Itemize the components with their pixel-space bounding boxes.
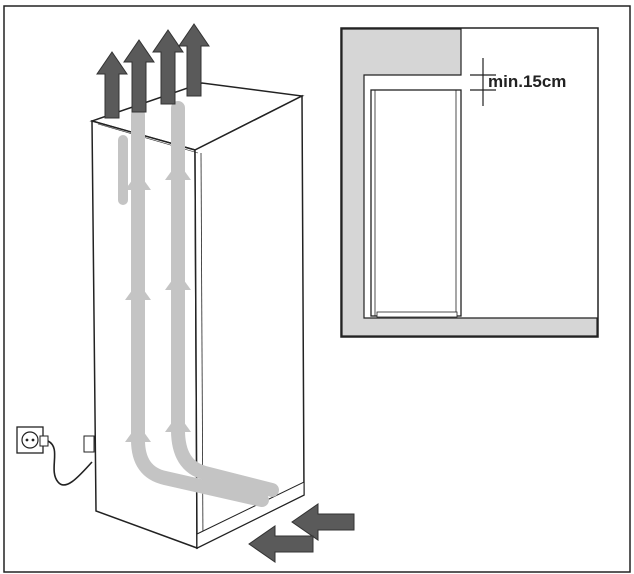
power-cable	[47, 440, 93, 486]
airflow-arrowhead	[165, 162, 191, 180]
cable-entry	[83, 435, 95, 453]
internal-airflow-arrowheads	[125, 162, 191, 442]
socket-pin	[31, 438, 35, 442]
clearance-label: min.15cm	[488, 72, 566, 91]
inset-appliance-foot	[376, 311, 458, 318]
airflow-arrowhead	[125, 282, 151, 300]
alcove-wall	[341, 28, 598, 337]
airflow-arrowhead	[125, 172, 151, 190]
power-plug	[39, 435, 49, 447]
airflow-arrowhead	[165, 414, 191, 432]
airflow-arrowhead	[125, 424, 151, 442]
exhaust-arrows	[96, 23, 210, 119]
socket-face	[21, 431, 39, 449]
exhaust-arrow	[178, 23, 210, 97]
main-appliance	[89, 82, 305, 550]
exhaust-arrow	[96, 51, 128, 119]
power-connection	[16, 426, 95, 486]
clearance-inset: min.15cm	[340, 27, 599, 338]
airflow-arrowhead	[165, 272, 191, 290]
wall-socket	[16, 426, 44, 454]
socket-pin	[25, 438, 29, 442]
intake-arrow	[291, 503, 355, 541]
intake-arrow	[248, 525, 314, 563]
exhaust-arrow	[123, 39, 155, 113]
intake-arrows	[248, 503, 355, 563]
exhaust-arrow	[152, 29, 184, 105]
inset-appliance	[370, 89, 462, 317]
